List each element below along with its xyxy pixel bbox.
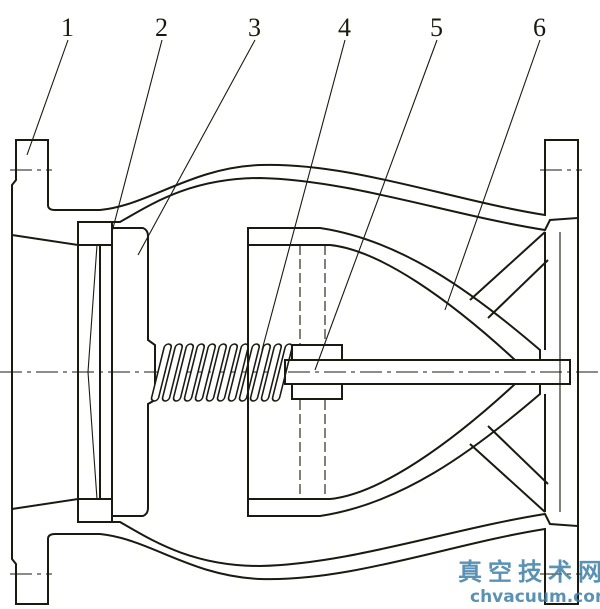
leader-lines	[26, 39, 541, 371]
part-label-3: 3	[248, 13, 261, 42]
spring-coil	[161, 343, 184, 402]
guide-body	[247, 227, 549, 361]
spring	[150, 343, 294, 402]
part-label-5: 5	[430, 13, 443, 42]
spring-coil	[238, 343, 261, 402]
spring-coil	[172, 343, 195, 402]
part-label-4: 4	[338, 13, 351, 42]
part-label-2: 2	[155, 13, 168, 42]
spring-coil	[260, 343, 283, 402]
guide-sleeve	[291, 344, 343, 361]
spring-coil	[205, 343, 228, 402]
spring-coil	[227, 343, 250, 402]
spring-coil	[150, 343, 173, 402]
spring-coil	[249, 343, 272, 402]
watermark-cn: 真空技术网	[458, 557, 600, 586]
valve-stem	[284, 359, 571, 385]
watermark-url: chvacuum.com	[470, 587, 600, 607]
part-label-6: 6	[533, 13, 546, 42]
seat-ring	[77, 221, 113, 246]
spring-coil	[216, 343, 239, 402]
part-label-1: 1	[61, 13, 74, 42]
spring-coil	[183, 343, 206, 402]
valve-body	[10, 139, 582, 247]
spring-coil	[194, 343, 217, 402]
